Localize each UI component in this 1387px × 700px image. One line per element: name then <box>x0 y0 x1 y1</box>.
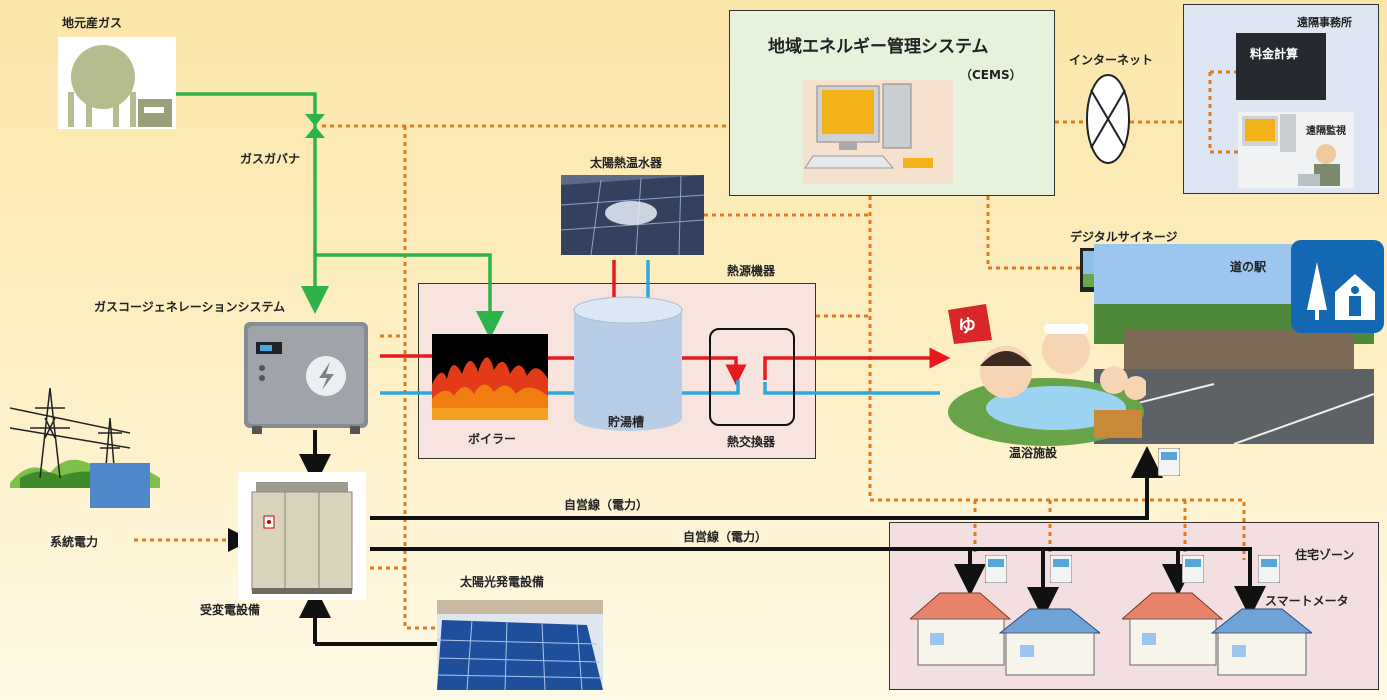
heat-exchanger-icon <box>709 328 795 426</box>
data-lines <box>134 70 1246 630</box>
smart-meter-icon <box>1182 555 1204 583</box>
solar-pv-label: 太陽光発電設備 <box>460 575 545 589</box>
local-gas-label: 地元産ガス <box>62 16 123 30</box>
hot-spring-icon <box>948 304 1146 446</box>
power-lines <box>299 430 1266 646</box>
remote-monitor-icon <box>1238 112 1354 188</box>
substation-label: 受変電設備 <box>200 603 261 617</box>
private-line-1-label: 自営線（電力） <box>564 498 649 512</box>
boiler-label: ボイラー <box>468 432 517 446</box>
computer-icon <box>803 80 953 184</box>
cogeneration-unit-icon <box>244 322 368 434</box>
smart-meter-icon <box>1258 555 1280 583</box>
gas-governor-label: ガスガバナ <box>240 152 301 166</box>
smart-meter-icon <box>1158 448 1180 476</box>
cogeneration-label: ガスコージェネレーションシステム <box>94 300 286 314</box>
heat-exchanger-label: 熱交換器 <box>727 435 776 449</box>
roadside-station-logo-icon <box>1291 240 1384 333</box>
solar-water-heater-label: 太陽熱温水器 <box>590 156 663 170</box>
billing-screen <box>1236 33 1326 100</box>
gas-governor-valve <box>305 114 325 126</box>
gas-tank-icon <box>58 37 176 129</box>
remote-office-label: 遠隔事務所 <box>1297 16 1352 29</box>
digital-signage-label: デジタルサイネージ <box>1070 230 1178 244</box>
smart-meter-icon <box>1050 555 1072 583</box>
solar-water-heater-icon <box>561 175 704 255</box>
private-line-2-label: 自営線（電力） <box>683 530 768 544</box>
gas-lines <box>172 92 504 339</box>
grid-power-label: 系統電力 <box>50 535 99 549</box>
bath-facility-label: 温浴施設 <box>1009 446 1058 460</box>
solar-panel-icon <box>437 600 603 690</box>
remote-monitoring-label: 遠隔監視 <box>1306 126 1346 137</box>
internet-label: インターネット <box>1069 53 1154 67</box>
cems-title: 地域エネルギー管理システム <box>768 37 989 57</box>
heat-source-label: 熱源機器 <box>727 264 776 278</box>
smart-meter-icon <box>985 555 1007 583</box>
house-icon <box>1122 592 1312 676</box>
power-tower-icon <box>10 387 160 508</box>
house-icon <box>910 592 1100 676</box>
cems-abbr: （CEMS） <box>960 68 1022 82</box>
internet-globe-icon <box>1086 74 1130 164</box>
storage-tank-label: 貯湯槽 <box>608 415 645 429</box>
yu-sign: ゆ <box>958 316 976 337</box>
roadside-station-label: 道の駅 <box>1230 260 1267 274</box>
residential-zone-label: 住宅ゾーン <box>1295 548 1355 562</box>
smart-meter-label: スマートメータ <box>1265 594 1349 608</box>
billing-label: 料金計算 <box>1250 47 1299 61</box>
storage-tank-icon <box>573 296 683 431</box>
boiler-fire-icon <box>432 334 548 420</box>
substation-cabinet-icon <box>238 472 366 600</box>
